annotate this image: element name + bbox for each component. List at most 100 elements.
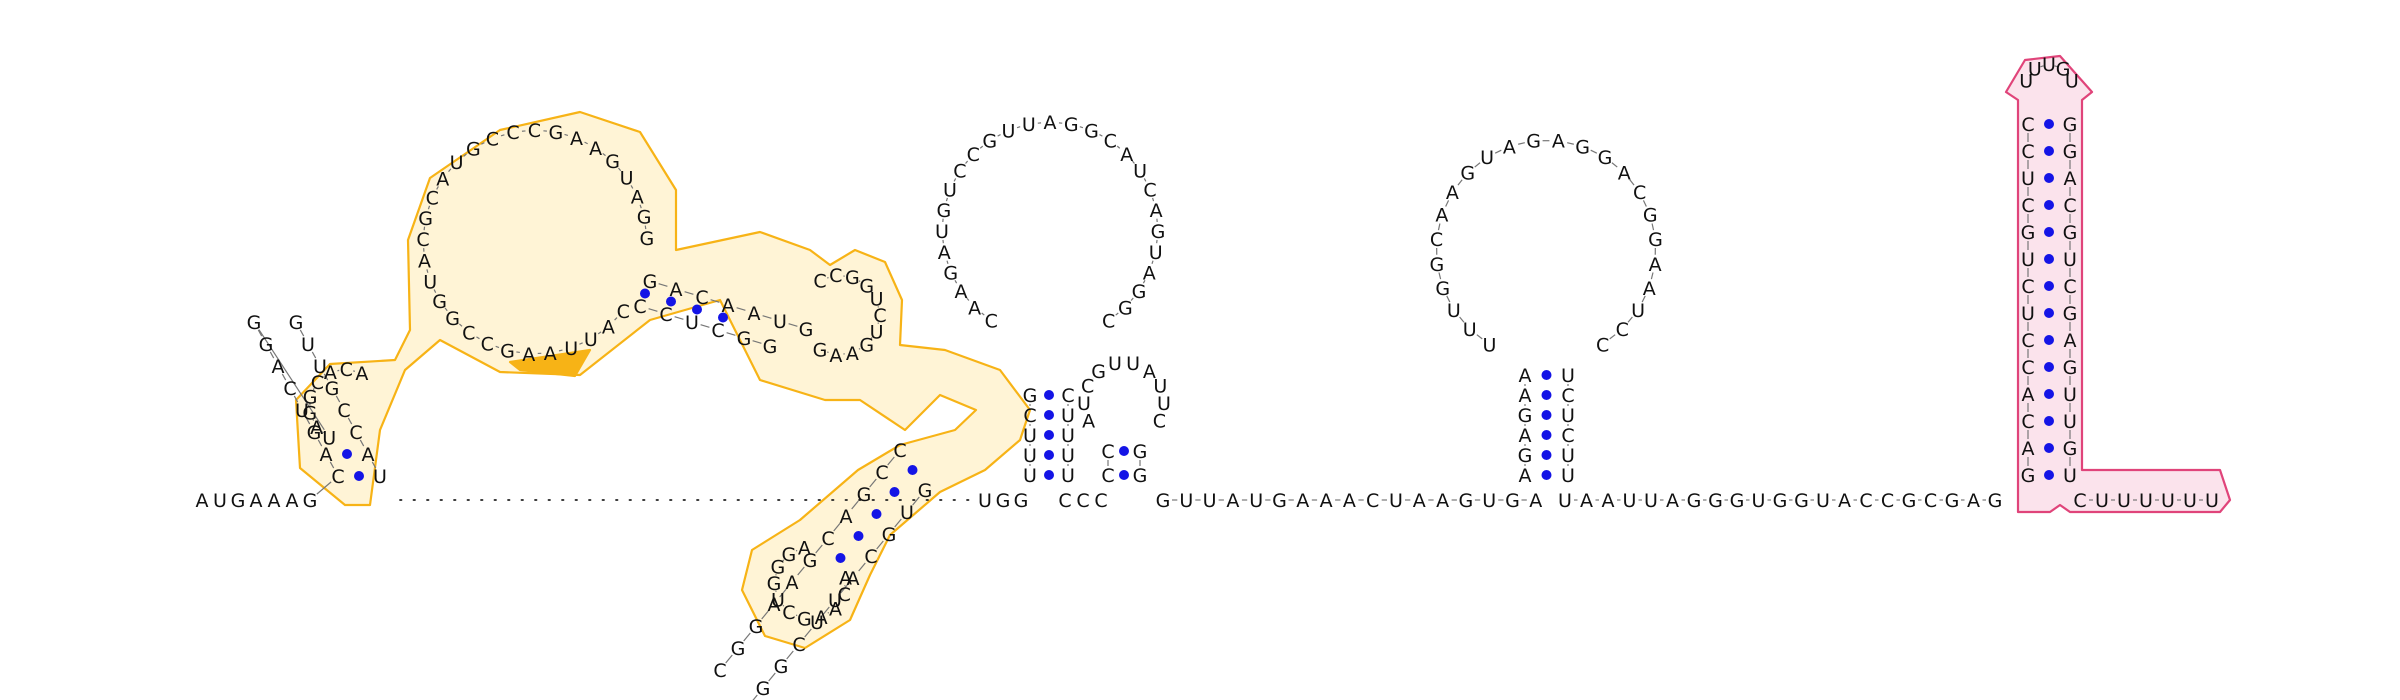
base-pair xyxy=(871,509,882,519)
base-pair xyxy=(2044,281,2054,291)
base-pair xyxy=(2044,119,2054,129)
backbone-link xyxy=(684,291,694,295)
nucleotide-16: U xyxy=(322,427,336,449)
backbone-link xyxy=(257,329,263,337)
nucleotide-34: U xyxy=(584,329,598,351)
nucleotide-42: G xyxy=(432,291,447,313)
nucleotide-218: G xyxy=(1575,136,1590,158)
highlighted-motif-box xyxy=(508,348,592,378)
nucleotide-185: C xyxy=(1366,490,1379,512)
backbone-link xyxy=(858,562,866,572)
nucleotide-96: C xyxy=(713,660,726,682)
nucleotide-203: U xyxy=(1561,445,1575,467)
backbone-link xyxy=(463,153,467,157)
backbone-link xyxy=(458,323,463,327)
backbone-link xyxy=(870,337,873,339)
nucleotide-192: A xyxy=(1529,490,1542,512)
domain-outlines xyxy=(294,54,2232,650)
nucleotide-73: G xyxy=(737,328,752,350)
backbone-link xyxy=(788,323,798,327)
base-pair xyxy=(2044,443,2054,453)
nucleotide-157: G xyxy=(1118,297,1133,319)
backbone-link xyxy=(1116,145,1121,149)
nucleotide-279: U xyxy=(2028,59,2042,81)
nucleotide-103: U xyxy=(771,589,785,611)
nucleotide-10: G xyxy=(307,422,322,444)
nucleotide-75: C xyxy=(813,270,826,292)
nucleotide-133: A xyxy=(968,297,981,319)
nucleotide-90: C xyxy=(821,528,834,550)
nucleotide-173: U xyxy=(1153,375,1167,397)
nucleotide-127: C xyxy=(1061,385,1074,407)
nucleotide-246: C xyxy=(1924,490,1937,512)
nucleotide-269: U xyxy=(2063,249,2077,271)
nucleotide-267: C xyxy=(2063,195,2076,217)
nucleotide-137: U xyxy=(935,221,949,243)
backbone-link xyxy=(281,373,287,381)
base-pair xyxy=(2044,200,2054,210)
nucleotide-141: C xyxy=(967,144,980,166)
backbone-link xyxy=(617,167,622,172)
nucleotide-205: U xyxy=(1482,334,1496,356)
backbone-link xyxy=(858,348,861,350)
nucleotide-129: U xyxy=(1061,425,1075,447)
backbone-link xyxy=(1115,312,1119,316)
backbone-link xyxy=(743,632,751,642)
nucleotide-138: G xyxy=(937,200,952,222)
nucleotide-69: C xyxy=(633,296,646,318)
backbone-link xyxy=(965,160,969,164)
base-pair xyxy=(342,449,352,459)
nucleotide-98: C xyxy=(838,584,851,606)
nucleotide-193: A xyxy=(1519,465,1532,487)
nucleotide-219: G xyxy=(1598,147,1613,169)
nucleotide-100: A xyxy=(815,607,828,629)
nucleotide-132: C xyxy=(985,311,998,333)
base-pair xyxy=(718,312,728,323)
backbone-link xyxy=(495,345,500,349)
backbone-link xyxy=(1629,179,1635,186)
nucleotide-81: U xyxy=(870,321,884,343)
backbone-link xyxy=(311,351,317,359)
backbone-link xyxy=(476,336,480,340)
nucleotide-125: C xyxy=(1023,405,1036,427)
nucleotide-54: G xyxy=(549,122,564,144)
backbone-link xyxy=(597,331,602,335)
base-pair xyxy=(1044,390,1054,400)
base-pair xyxy=(666,296,676,307)
nucleotide-64: C xyxy=(695,287,708,309)
backbone-link xyxy=(1609,334,1616,340)
nucleotide-113: U xyxy=(828,590,842,612)
nucleotide-261: U xyxy=(2021,168,2035,190)
nucleotide-47: C xyxy=(426,187,439,209)
base-pair xyxy=(2044,416,2054,426)
nucleotide-38: G xyxy=(500,341,515,363)
backbone-link xyxy=(1438,272,1442,280)
nucleotide-155: A xyxy=(1143,262,1156,284)
nucleotide-53: C xyxy=(528,120,541,142)
nucleotide-273: G xyxy=(2063,357,2078,379)
backbone-link xyxy=(946,260,949,265)
nucleotide-288: U xyxy=(2183,490,2197,512)
nucleotide-227: C xyxy=(1616,319,1629,341)
nucleotide-15: G xyxy=(247,312,262,334)
backbone-link xyxy=(1518,142,1525,145)
nucleotide-37: A xyxy=(522,344,535,366)
backbone-link xyxy=(1099,134,1103,137)
base-pair xyxy=(1541,470,1552,480)
backbone-link xyxy=(448,168,452,172)
nucleotide-262: C xyxy=(2021,141,2034,163)
nucleotide-92: A xyxy=(786,572,799,594)
backbone-link xyxy=(1494,149,1502,154)
nucleotide-221: C xyxy=(1633,182,1646,204)
backbone-link xyxy=(444,307,448,312)
highlighted-domain xyxy=(294,110,1032,650)
nucleotide-108: G xyxy=(918,480,933,502)
nucleotide-239: G xyxy=(1773,490,1788,512)
nucleotide-216: G xyxy=(1526,131,1541,153)
nucleotide-22: C xyxy=(340,359,353,381)
nucleotide-123: U xyxy=(1023,445,1037,467)
nucleotide-183: A xyxy=(1320,490,1333,512)
nucleotide-2: U xyxy=(213,490,227,512)
nucleotide-240: G xyxy=(1794,490,1809,512)
nucleotide-66: A xyxy=(748,303,761,325)
